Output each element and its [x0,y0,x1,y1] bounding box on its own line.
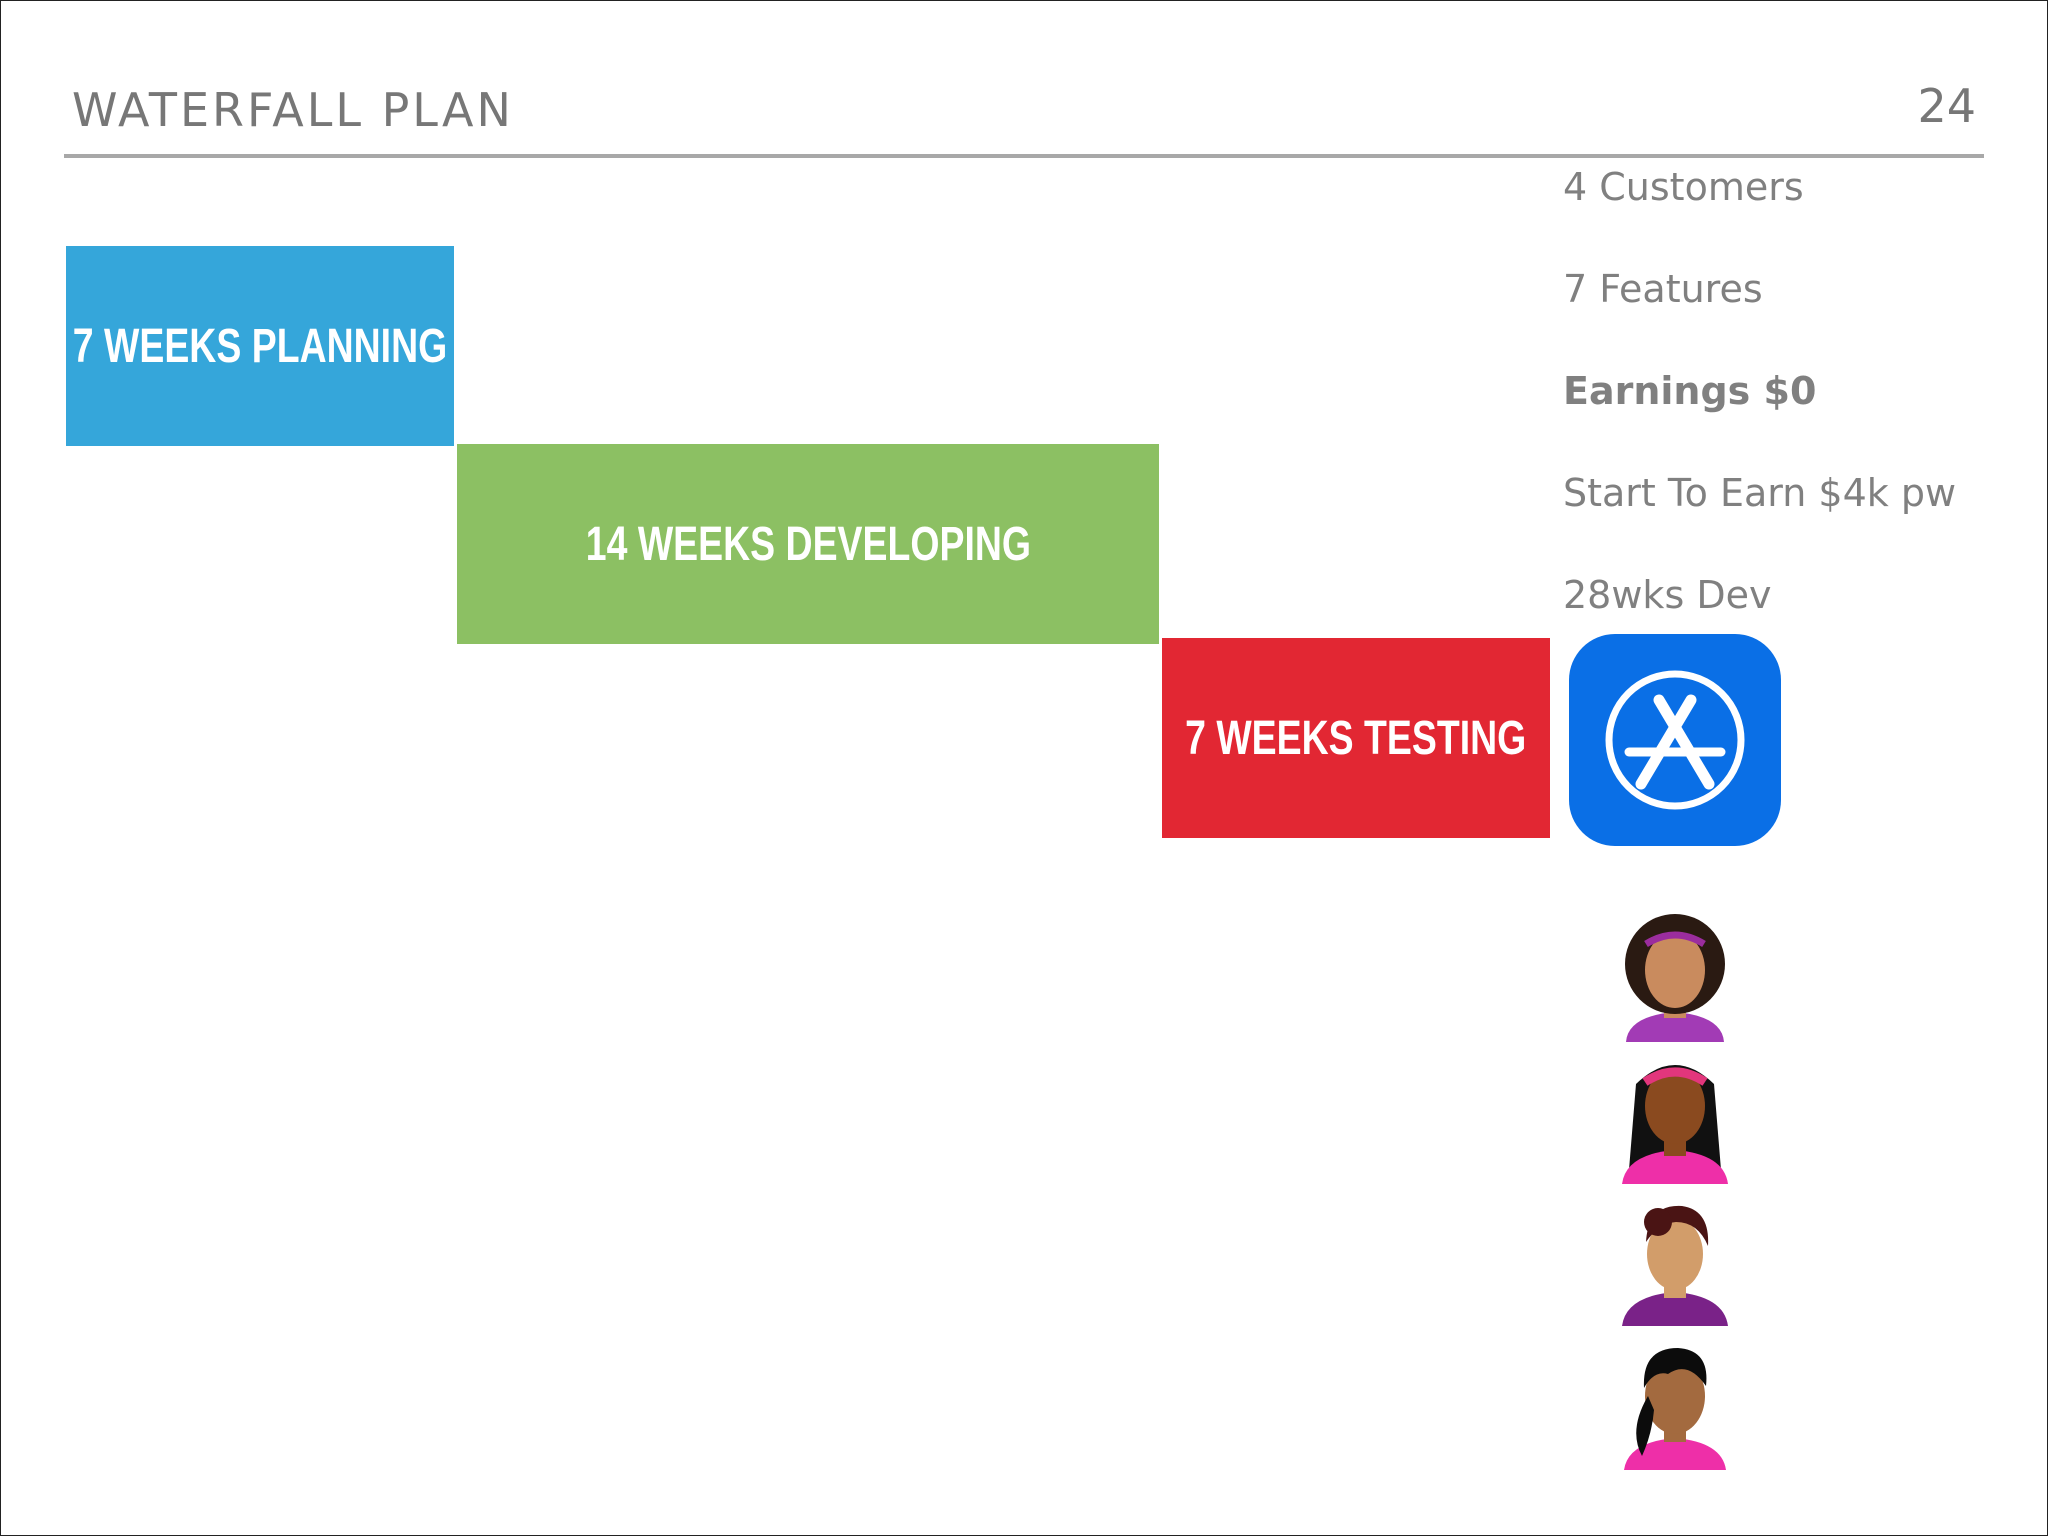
phase-developing-block: 14 WEEKS DEVELOPING [457,444,1159,644]
customer-avatar-icon [1622,1205,1728,1326]
slide-title: WATERFALL PLAN [72,83,514,137]
stat-customers: 4 Customers [1563,165,1804,209]
customer-avatar-icon [1624,1348,1726,1470]
app-store-icon [1569,634,1781,846]
page-number: 24 [1917,79,1976,133]
phase-testing-block: 7 WEEKS TESTING [1162,638,1550,838]
customer-avatar-icon [1622,1065,1728,1184]
title-divider [64,154,1984,158]
phase-planning-label: 7 WEEKS PLANNING [72,319,448,373]
stat-features: 7 Features [1563,267,1763,311]
phase-testing-label: 7 WEEKS TESTING [1185,711,1527,765]
stat-dev-duration: 28wks Dev [1563,573,1772,617]
stat-earnings: Earnings $0 [1563,369,1817,413]
phase-developing-label: 14 WEEKS DEVELOPING [585,517,1031,571]
customer-avatar-icon [1625,914,1725,1042]
phase-planning-block: 7 WEEKS PLANNING [66,246,454,446]
stat-start-to-earn: Start To Earn $4k pw [1563,471,1957,515]
